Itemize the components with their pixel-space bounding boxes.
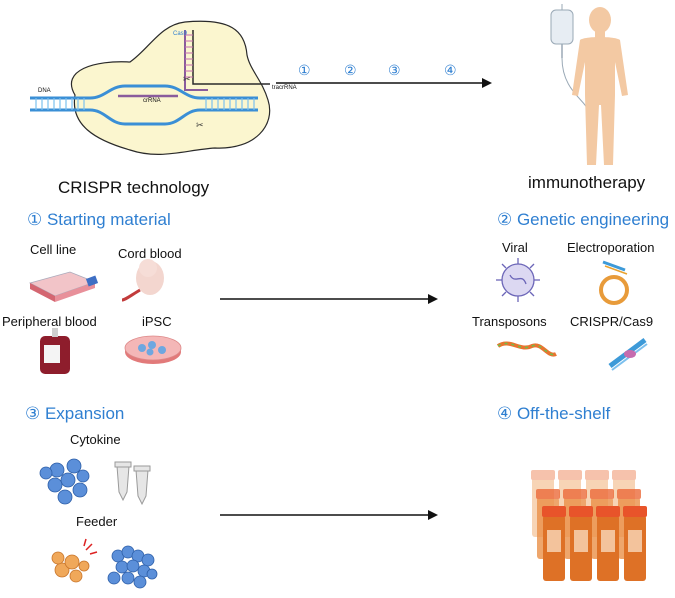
starting-material-heading: ① Starting material — [27, 210, 171, 229]
step-marker-4: ④ — [444, 62, 457, 78]
immunotherapy-title: immunotherapy — [528, 173, 646, 192]
feeder-label: Feeder — [76, 514, 118, 529]
dna-label: DNA — [38, 88, 51, 94]
expansion-heading: ③ Expansion — [25, 404, 125, 423]
human-body-icon — [572, 7, 628, 165]
step-marker-2: ② — [344, 62, 357, 78]
petri-dish-icon — [124, 335, 182, 364]
plasmid-icon — [599, 260, 629, 305]
embryo-icon — [121, 259, 164, 302]
cas9-label: Cas9 — [173, 31, 188, 37]
tracrrna-strand — [184, 30, 208, 91]
tube-icon — [114, 461, 151, 506]
blood-bag-icon — [40, 328, 70, 374]
cell-culture-flask-icon — [28, 271, 99, 302]
ipsc-label: iPSC — [142, 314, 172, 329]
cord-blood-label: Cord blood — [118, 246, 182, 261]
crispr-cas9-label: CRISPR/Cas9 — [570, 314, 654, 329]
expanded-cells-icon — [107, 545, 158, 589]
feeder-cells-icon — [51, 551, 90, 583]
cell-line-label: Cell line — [30, 242, 77, 257]
scissors-icon: ✂ — [183, 75, 191, 85]
transposons-label: Transposons — [472, 314, 547, 329]
virus-icon — [496, 258, 540, 302]
off-the-shelf-heading: ④ Off-the-shelf — [497, 404, 611, 423]
cytokine-label: Cytokine — [70, 432, 121, 447]
cell-cluster-icon — [39, 458, 90, 505]
crispr-cas9-icon — [608, 337, 648, 371]
electroporation-label: Electroporation — [567, 240, 655, 255]
tracrrna-label: tracrRNA — [272, 85, 297, 91]
genetic-engineering-heading: ② Genetic engineering — [497, 210, 670, 229]
dna-helix — [30, 84, 258, 126]
dna-rungs — [35, 98, 255, 110]
crrna-label: crRNA — [143, 98, 161, 104]
scissors-icon: ✂ — [196, 121, 204, 131]
transposon-icon — [496, 341, 557, 357]
step-marker-3: ③ — [388, 62, 401, 78]
crispr-technology-title: CRISPR technology — [58, 178, 210, 197]
step-marker-1: ① — [298, 62, 311, 78]
vial-icon — [542, 506, 647, 581]
viral-label: Viral — [502, 240, 528, 255]
peripheral-blood-label: Peripheral blood — [2, 314, 97, 329]
signal-icon — [83, 538, 98, 555]
